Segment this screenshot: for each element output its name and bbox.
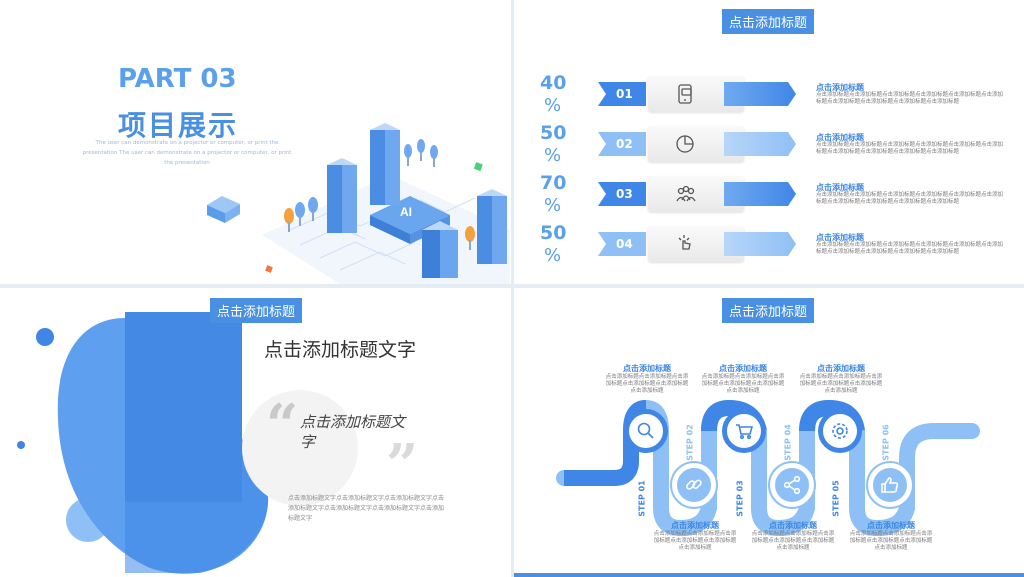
- step-node[interactable]: [770, 463, 814, 507]
- step-label: STEP 01: [637, 480, 647, 517]
- step-node[interactable]: [672, 463, 716, 507]
- percent-value: 50: [540, 222, 567, 244]
- slide-3-thumbnail[interactable]: 点击添加标题 点击添加标题文字 “ 点击添加标题文字 ” 点击添加标题文字点击添…: [0, 288, 511, 577]
- number-arrow: [598, 182, 646, 206]
- progress-row: 70 % 03 点击添加标题 点击添加标题点击添加标题点击添加标题点击添加标题点…: [514, 172, 1024, 218]
- top-note: 点击添加标题 点击添加标题点击添加标题点击添加标题点击添加标题点击添加标题点击添…: [700, 363, 786, 395]
- progress-row: 50 % 02 点击添加标题 点击添加标题点击添加标题点击添加标题点击添加标题点…: [514, 122, 1024, 168]
- isometric-city-illustration: AI: [207, 123, 510, 284]
- section-title: 项目展示: [118, 109, 239, 142]
- number-arrow: [598, 132, 646, 156]
- subtitle-text: The user can demonstrate on a projector …: [82, 140, 292, 166]
- row-body: 点击添加标题点击添加标题点击添加标题点击添加标题点击添加标题点击添加标题点击添加…: [816, 192, 1004, 205]
- bottom-note: 点击添加标题 点击添加标题点击添加标题点击添加标题点击添加标题点击添加标题点击添…: [848, 520, 934, 552]
- slide-3-body: 点击添加标题文字点击添加标题文字点击添加标题文字点击添加标题文字点击添加标题文字…: [288, 495, 445, 522]
- link-icon: [684, 475, 704, 499]
- percent-sign: %: [544, 245, 562, 266]
- note-heading: 点击添加标题: [719, 364, 767, 373]
- cart-icon: [734, 421, 754, 445]
- note-heading: 点击添加标题: [623, 364, 671, 373]
- step-node[interactable]: [818, 409, 862, 453]
- percent-value: 50: [540, 122, 567, 144]
- note-body: 点击添加标题点击添加标题点击添加标题点击添加标题点击添加标题点击添加标题: [799, 374, 883, 394]
- slide-4-thumbnail[interactable]: 点击添加标题 STEP 01 STEP 02 STEP 03 STEP 04 STEP …: [514, 288, 1024, 577]
- slide-3-title-tab: 点击添加标题: [210, 298, 303, 323]
- percent-sign: %: [544, 95, 562, 116]
- bottom-accent-bar: [514, 573, 1024, 577]
- decorative-shapes: [17, 312, 358, 574]
- bottom-note: 点击添加标题 点击添加标题点击添加标题点击添加标题点击添加标题点击添加标题点击添…: [750, 520, 836, 552]
- row-number: 01: [616, 87, 633, 101]
- number-arrow: [598, 232, 646, 256]
- percent-value: 40: [540, 72, 567, 94]
- note-heading: 点击添加标题: [671, 521, 719, 530]
- close-quote-icon: ”: [386, 432, 419, 498]
- step-node[interactable]: [722, 409, 766, 453]
- row-heading: 点击添加标题: [816, 183, 864, 192]
- gear-icon: [830, 421, 850, 445]
- step-label: STEP 04: [783, 424, 793, 461]
- note-body: 点击添加标题点击添加标题点击添加标题点击添加标题点击添加标题点击添加标题: [849, 531, 933, 551]
- row-number: 02: [616, 137, 633, 151]
- step-label: STEP 05: [831, 480, 841, 517]
- open-quote-icon: “: [266, 392, 299, 458]
- team-icon: [674, 183, 698, 209]
- thumbs-up-icon: [880, 475, 900, 499]
- number-arrow: [598, 82, 646, 106]
- row-number: 03: [616, 187, 633, 201]
- row-number: 04: [616, 237, 633, 251]
- row-body: 点击添加标题点击添加标题点击添加标题点击添加标题点击添加标题点击添加标题点击添加…: [816, 242, 1004, 255]
- percent-sign: %: [544, 145, 562, 166]
- note-heading: 点击添加标题: [769, 521, 817, 530]
- row-body: 点击添加标题点击添加标题点击添加标题点击添加标题点击添加标题点击添加标题点击添加…: [816, 142, 1004, 155]
- row-body: 点击添加标题点击添加标题点击添加标题点击添加标题点击添加标题点击添加标题点击添加…: [816, 92, 1004, 105]
- note-body: 点击添加标题点击添加标题点击添加标题点击添加标题点击添加标题点击添加标题: [605, 374, 689, 394]
- step-node[interactable]: [624, 409, 668, 453]
- note-heading: 点击添加标题: [867, 521, 915, 530]
- share-icon: [782, 475, 802, 499]
- value-arrow: [724, 132, 796, 156]
- note-body: 点击添加标题点击添加标题点击添加标题点击添加标题点击添加标题点击添加标题: [653, 531, 737, 551]
- part-label: PART 03: [118, 64, 237, 94]
- note-heading: 点击添加标题: [817, 364, 865, 373]
- pie-chart-icon: [674, 133, 696, 159]
- click-icon: [674, 233, 696, 259]
- search-icon: [636, 421, 656, 445]
- slide-4-title-tab: 点击添加标题: [722, 298, 815, 323]
- row-heading: 点击添加标题: [816, 233, 864, 242]
- quote-text: 点击添加标题文字: [300, 413, 406, 451]
- slide-3-heading: 点击添加标题文字: [264, 339, 417, 361]
- row-heading: 点击添加标题: [816, 133, 864, 142]
- value-arrow: [724, 82, 796, 106]
- row-heading: 点击添加标题: [816, 83, 864, 92]
- value-arrow: [724, 232, 796, 256]
- slide-divider-horizontal: [0, 284, 1024, 288]
- ai-chip-label: AI: [400, 205, 412, 219]
- top-note: 点击添加标题 点击添加标题点击添加标题点击添加标题点击添加标题点击添加标题点击添…: [798, 363, 884, 395]
- percent-value: 70: [540, 172, 567, 194]
- progress-row: 50 % 04 点击添加标题 点击添加标题点击添加标题点击添加标题点击添加标题点…: [514, 222, 1024, 268]
- slide-2-title-tab: 点击添加标题: [722, 9, 815, 34]
- progress-row: 40 % 01 点击添加标题 点击添加标题点击添加标题点击添加标题点击添加标题点…: [514, 72, 1024, 118]
- step-label: STEP 06: [881, 424, 891, 461]
- slide-1-thumbnail[interactable]: PART 03 项目展示 The user can demonstrate on…: [0, 0, 511, 284]
- step-node[interactable]: [868, 463, 912, 507]
- step-label: STEP 03: [735, 480, 745, 517]
- step-label: STEP 02: [685, 424, 695, 461]
- top-note: 点击添加标题 点击添加标题点击添加标题点击添加标题点击添加标题点击添加标题点击添…: [604, 363, 690, 395]
- slide-divider-vertical: [511, 0, 514, 577]
- note-body: 点击添加标题点击添加标题点击添加标题点击添加标题点击添加标题点击添加标题: [751, 531, 835, 551]
- value-arrow: [724, 182, 796, 206]
- phone-chat-icon: [674, 83, 696, 109]
- note-body: 点击添加标题点击添加标题点击添加标题点击添加标题点击添加标题点击添加标题: [701, 374, 785, 394]
- slide-2-thumbnail[interactable]: 点击添加标题 40 % 01 点击添加标题 点击添加标题点击添加标题点击添加标题…: [514, 0, 1024, 284]
- bottom-note: 点击添加标题 点击添加标题点击添加标题点击添加标题点击添加标题点击添加标题点击添…: [652, 520, 738, 552]
- percent-sign: %: [544, 195, 562, 216]
